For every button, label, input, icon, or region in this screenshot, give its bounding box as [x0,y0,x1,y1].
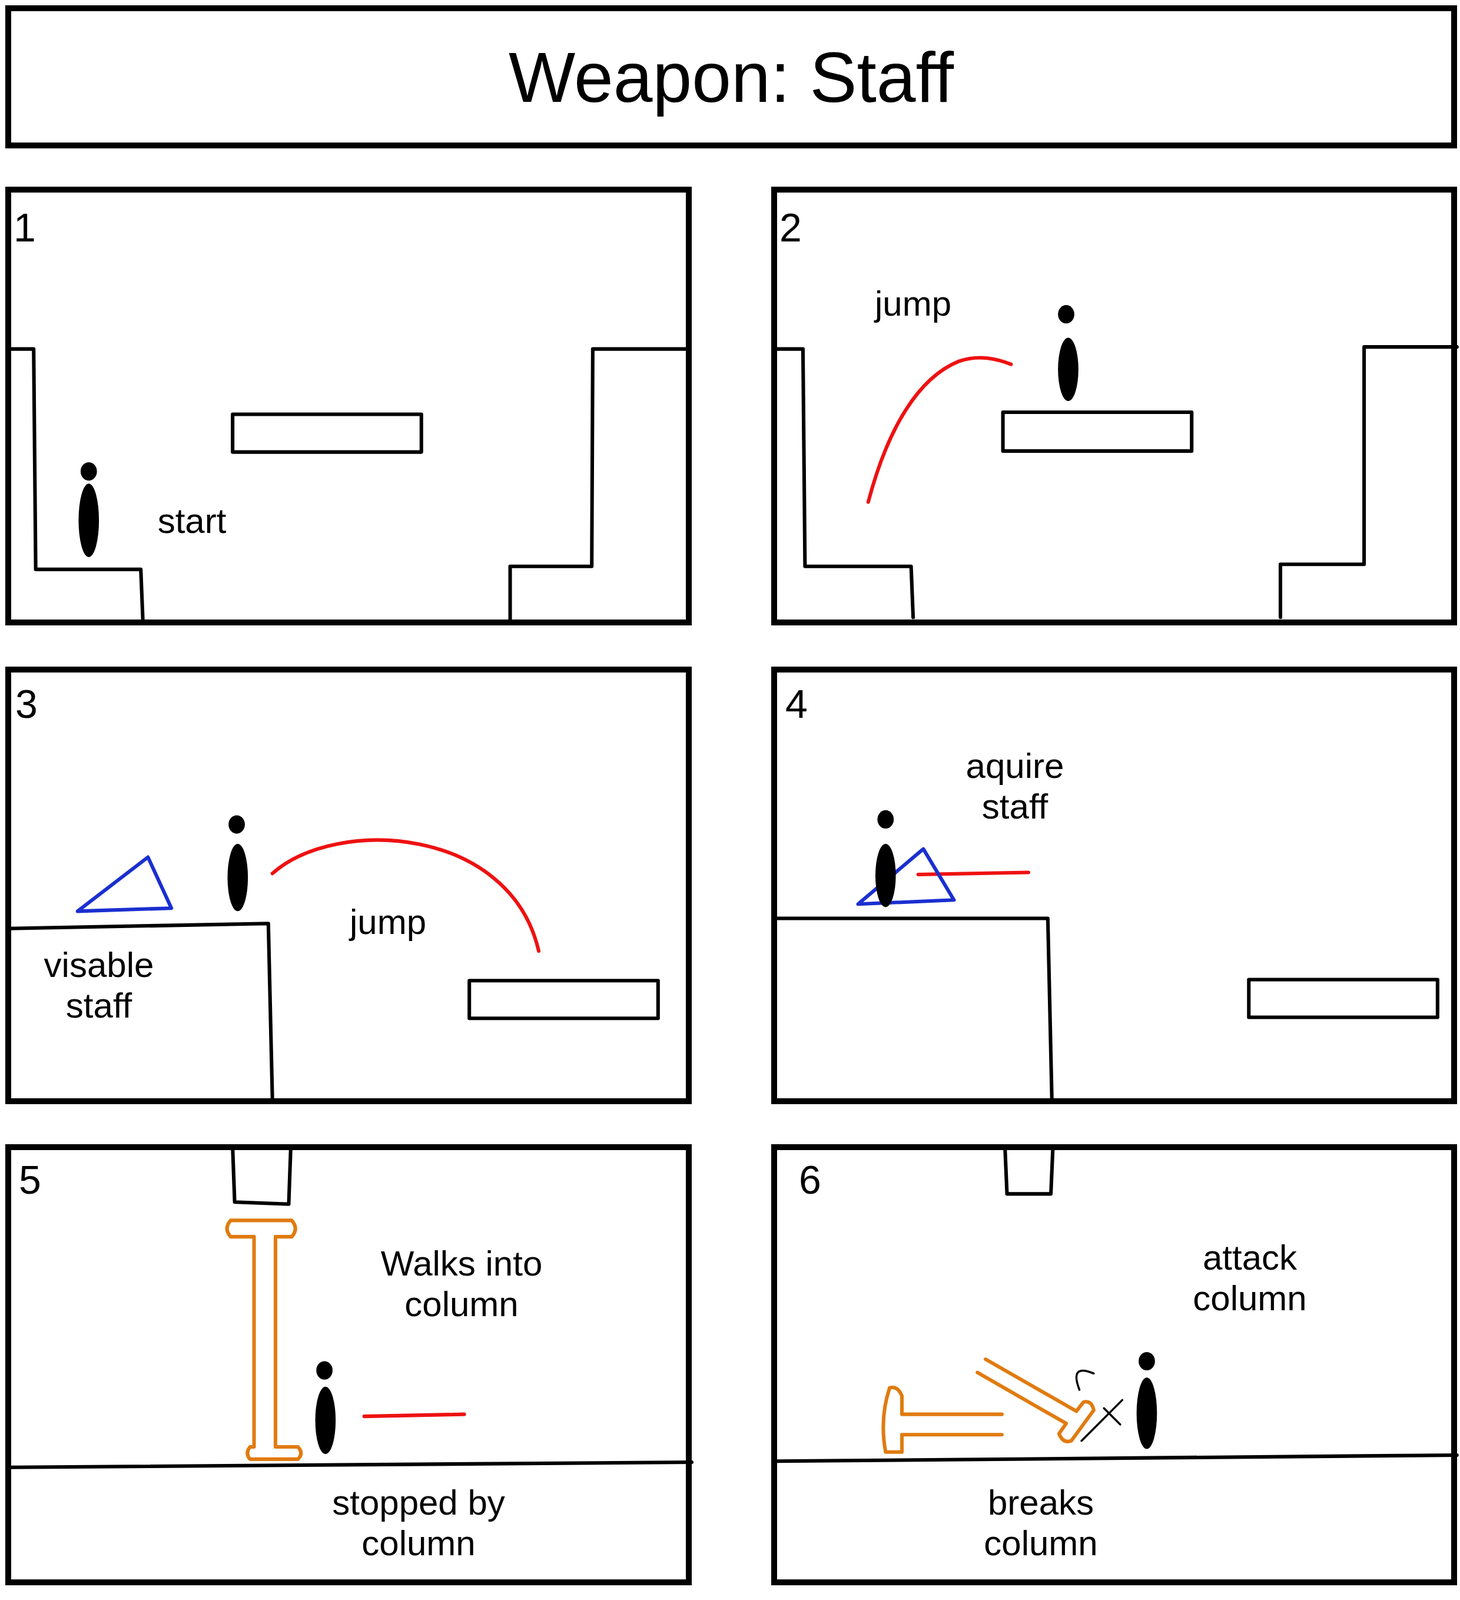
character [227,814,248,911]
panel-number: 1 [13,207,36,248]
character [315,1361,337,1455]
character [1057,304,1079,401]
motion-line [918,872,1029,875]
title-text: Weapon: Staff [508,36,954,118]
story-panel: 6 attack column breaks column [771,1143,1458,1585]
character [875,810,897,908]
character [78,462,99,557]
left-ledge [775,349,914,618]
title-banner: Weapon: Staff [5,5,1458,149]
jump-arc [868,357,1012,502]
story-panel: 3 visable staff jump [5,666,692,1104]
panel-number: 2 [779,207,802,248]
floating-platform [1248,979,1438,1017]
floating-platform [232,414,422,453]
story-panel: 4 aquire staff [771,666,1458,1104]
staff-stroke [1103,1407,1121,1425]
floor-line [8,1461,692,1468]
panel-note: breaks column [952,1481,1130,1564]
panel-note: start [157,500,227,542]
staff-stroke [1081,1399,1123,1440]
column [227,1219,302,1459]
panel-number: 4 [785,683,808,724]
ceiling-block [232,1146,291,1204]
panel-note: stopped by column [283,1481,554,1564]
staff-pickup [857,848,954,905]
floor-line [775,1454,1458,1461]
right-ledge [1280,346,1458,617]
swing-mark [1076,1370,1094,1390]
left-ledge [8,349,144,620]
broken-column-piece [977,1358,1094,1442]
panel-note: attack column [1161,1236,1339,1319]
jump-arc [272,840,539,951]
cliff-block [773,918,1053,1100]
motion-line [364,1414,465,1416]
panel-note: jump [874,283,952,324]
panel-number: 6 [798,1159,822,1200]
floating-platform [469,980,659,1018]
story-panel: 5Walks into column stopped by column [5,1143,692,1585]
ceiling-block [1004,1146,1053,1194]
story-panel: 2 jump [771,186,1458,626]
panel-note: visable staff [25,944,173,1026]
story-panel: 1 start [5,186,692,626]
right-ledge [510,349,690,620]
panel-number: 5 [18,1159,42,1200]
cliff-block [8,923,273,1100]
floating-platform [1003,412,1193,451]
character [1136,1351,1158,1449]
panel-note: Walks into column [343,1242,580,1325]
panel-note: jump [349,901,427,942]
staff-pickup [77,857,172,912]
panel-number: 3 [15,683,38,724]
broken-column-piece [883,1387,1002,1452]
panel-note: aquire staff [938,745,1092,827]
